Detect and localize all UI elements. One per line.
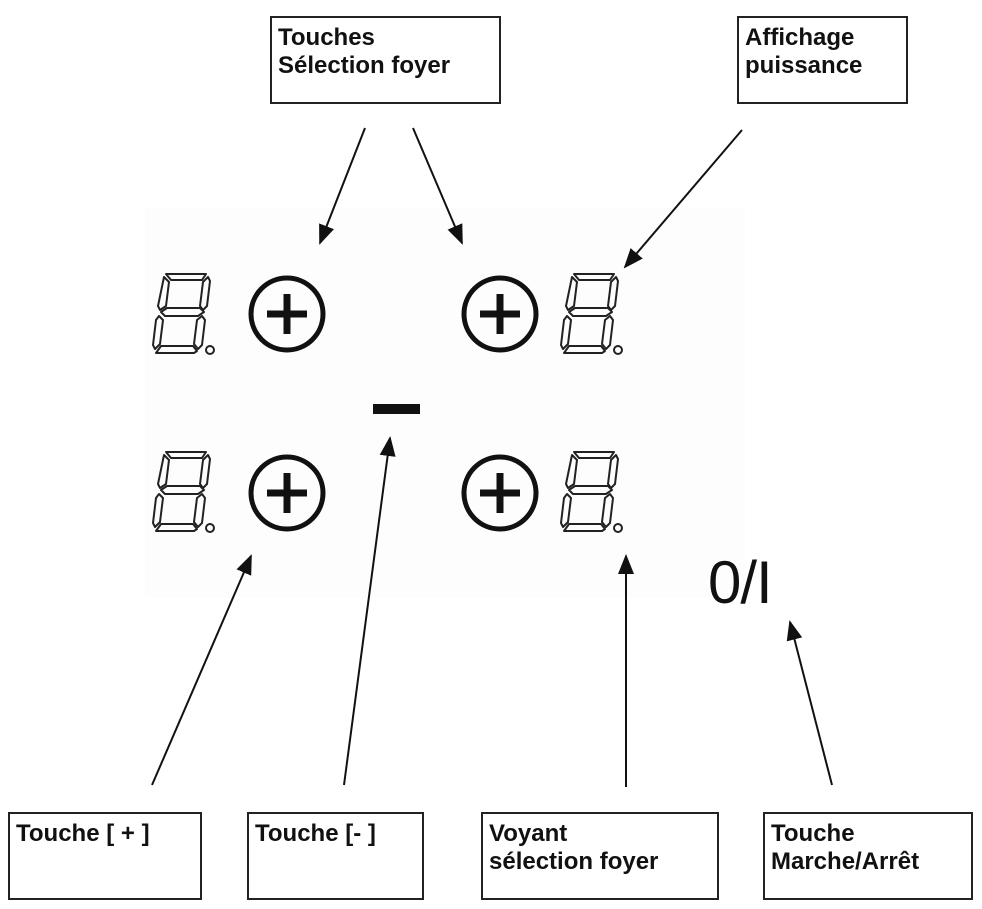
label-minus-key: Touche [- ]: [247, 812, 424, 900]
label-zone-indicator: Voyant sélection foyer: [481, 812, 719, 900]
arrow-selection-left: [319, 127, 366, 245]
arrow-minus-key: [343, 436, 396, 786]
arrow-onoff-key: [786, 620, 833, 786]
power-display-bottom-left: [152, 451, 215, 533]
arrow-plus-key: [151, 554, 252, 786]
label-plus-key: Touche [ + ]: [8, 812, 202, 900]
label-selection-keys: Touches Sélection foyer: [270, 16, 501, 104]
minus-icon[interactable]: [373, 404, 420, 414]
arrow-power-display: [623, 129, 743, 269]
plus-circle-icon[interactable]: [464, 457, 536, 529]
arrow-selection-right: [412, 127, 463, 245]
label-power-display: Affichage puissance: [737, 16, 908, 104]
power-display-top-right: [560, 273, 623, 355]
plus-circle-icon[interactable]: [251, 457, 323, 529]
power-display-bottom-right: [560, 451, 623, 533]
plus-circle-icon[interactable]: [464, 278, 536, 350]
plus-circle-icon[interactable]: [251, 278, 323, 350]
power-display-top-left: [152, 273, 215, 355]
control-panel: [145, 208, 745, 598]
label-onoff-key: Touche Marche/Arrêt: [763, 812, 973, 900]
onoff-key[interactable]: 0/I: [708, 549, 773, 616]
